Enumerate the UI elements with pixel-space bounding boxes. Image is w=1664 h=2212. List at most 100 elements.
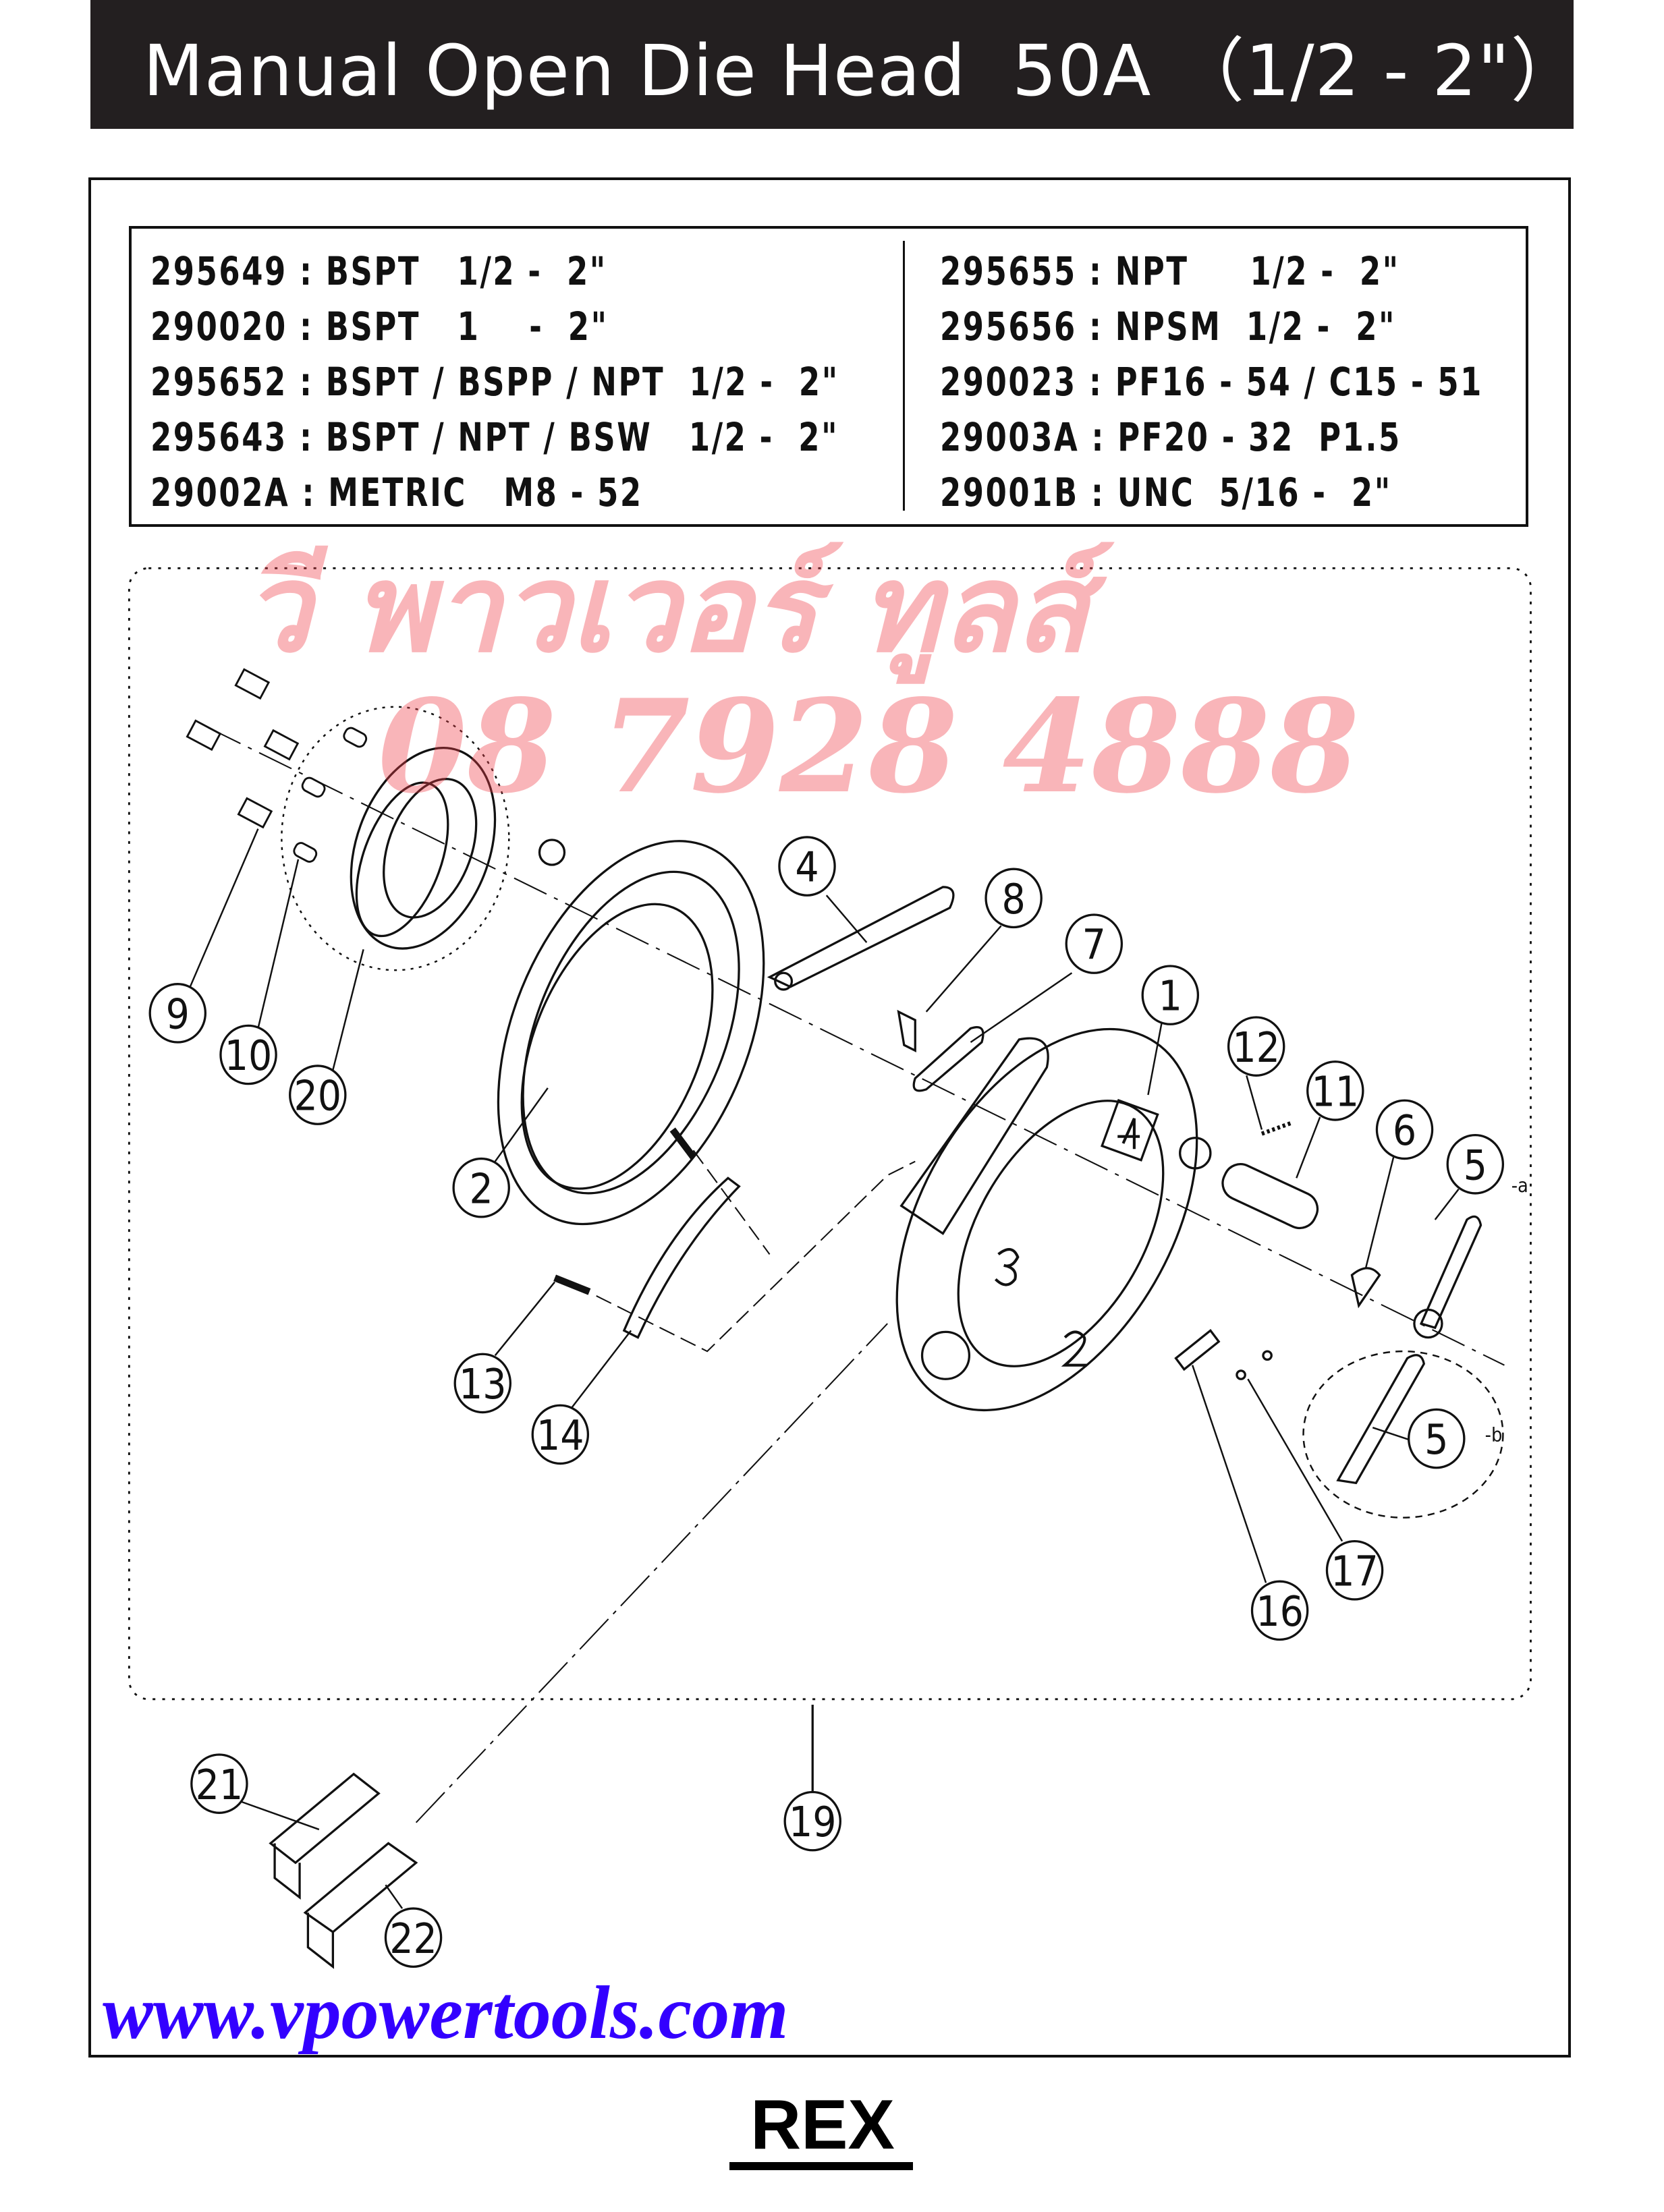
page-title: Manual Open Die Head 50A （1/2 - 2"） [143,30,1582,112]
spec-row: 290023 : PF16 - 54 / C15 - 51 [940,359,1483,405]
callout-number: 1 [1159,972,1182,1021]
spec-row: 290020 : BSPT 1 - 2" [150,304,609,349]
callout-8: 8 [984,868,1043,929]
callout-6: 6 [1375,1099,1434,1160]
callout-circle [778,836,836,897]
part-14-spring-strip [622,1176,741,1339]
part-11-pin [1221,1163,1319,1230]
callout-number: 17 [1331,1547,1379,1595]
part-8-bolt [897,1009,916,1052]
callout-circle [148,983,207,1044]
callout-number: 22 [389,1915,437,1963]
callout-circle [1408,1408,1466,1469]
detail-5b-circle [1302,1350,1504,1519]
callout-17: 17 [1325,1539,1384,1601]
part-2-cover-plate [497,839,765,1226]
part-16-nameplate [1174,1328,1221,1371]
part-rivet [1262,1350,1273,1361]
parts-21-22-chaser-blocks [269,1772,418,1969]
spec-row: 295652 : BSPT / BSPP / NPT 1/2 - 2" [150,359,839,405]
callout-circle [219,1024,277,1085]
slot-number-2-mark [1061,1330,1088,1367]
spec-row: 295649 : BSPT 1/2 - 2" [150,248,607,294]
callout-circle [453,1353,511,1414]
callout-circle [1375,1099,1434,1160]
assembly-axis [208,727,1505,1366]
callout-circle [1227,1016,1285,1077]
callout-5: 5 [1446,1134,1505,1195]
spec-column-left: 295649 : BSPT 1/2 - 2" 290020 : BSPT 1 -… [150,244,951,520]
callout-number: 20 [294,1072,342,1121]
callout-19: 19 [783,1790,841,1852]
spec-row: 295656 : NPSM 1/2 - 2" [940,304,1397,349]
callout-16: 16 [1250,1580,1309,1641]
callout-circle [1065,913,1124,974]
callout-number: 2 [470,1164,493,1213]
brand-logo: REX [750,2086,895,2164]
part-13-screw [553,1274,591,1295]
cap-screws [186,668,300,829]
watermark-shop-name: วี พาวเวอร์ ทูลส์ [243,537,1089,679]
part-6-cam [1350,1267,1381,1309]
callout-number: 6 [1393,1106,1416,1155]
callout-leaders [189,828,1460,1909]
callout-number: 12 [1232,1023,1280,1072]
spec-row: 29003A : PF20 - 32 P1.5 [940,414,1402,460]
part-5a-hub [1413,1308,1443,1339]
callout-22: 22 [384,1907,443,1968]
part-1-die-body [895,1027,1212,1412]
part-17-rivet [1236,1369,1246,1380]
title-bar: Manual Open Die Head 50A （1/2 - 2"） [90,0,1580,129]
part-5b-handle [1336,1354,1426,1485]
assembly-dotted-boundary [128,567,1532,1701]
callout-number: 5 [1464,1141,1487,1189]
part-4-lever [767,886,955,991]
watermark-phone: 08 7928 4888 [378,671,1360,822]
guide-lines [596,1150,916,1353]
callout-20: 20 [289,1065,347,1125]
pins [293,727,368,863]
callout-number: 16 [1256,1587,1304,1636]
callout-circle [1446,1134,1505,1195]
brand-underline [729,2162,913,2170]
callout-1: 1 [1141,965,1200,1025]
callout-number: 13 [459,1360,507,1409]
callout-number: 21 [196,1761,244,1809]
spec-row: 295655 : NPT 1/2 - 2" [940,248,1400,294]
callout-12: 12 [1227,1016,1285,1077]
slot-number-4-mark [1117,1118,1140,1150]
callout-circle [190,1753,248,1814]
callout-number: 7 [1082,921,1106,969]
callout-11: 11 [1306,1060,1364,1121]
callout-circle [1325,1539,1384,1601]
column-divider [903,241,905,511]
callout-circle [384,1907,443,1968]
spec-row: 29001B : UNC 5/16 - 2" [940,470,1392,515]
spec-column-right: 295655 : NPT 1/2 - 2" 295656 : NPSM 1/2 … [940,244,1572,520]
callout-7: 7 [1065,913,1124,974]
callout-2: 2 [452,1157,510,1218]
callout-4: 4 [778,836,836,897]
spec-row: 295643 : BSPT / NPT / BSW 1/2 - 2" [150,414,839,460]
callout-circle [531,1404,590,1465]
die-spec-table: 295649 : BSPT 1/2 - 2" 290020 : BSPT 1 -… [129,226,1528,527]
callout-circle [984,868,1043,929]
callout-circle [1141,965,1200,1025]
callout-circle [289,1065,347,1125]
callout-suffix: -a [1512,1174,1528,1197]
diagram-frame [88,177,1571,2058]
website-link[interactable]: www.vpowertools.com [103,1971,789,2055]
part-5a-handle [1419,1215,1482,1330]
slot-number-3-mark [994,1248,1020,1286]
callout-number: 5 [1424,1415,1448,1464]
callout-number: 8 [1002,875,1026,924]
callout-9: 9 [148,983,207,1044]
callout-circle [1306,1060,1364,1121]
callout-number: 11 [1312,1068,1360,1116]
callout-13: 13 [453,1353,511,1414]
part-20-plate [350,747,497,950]
leader-19 [415,1323,888,1823]
callout-5: 5 [1408,1408,1466,1469]
